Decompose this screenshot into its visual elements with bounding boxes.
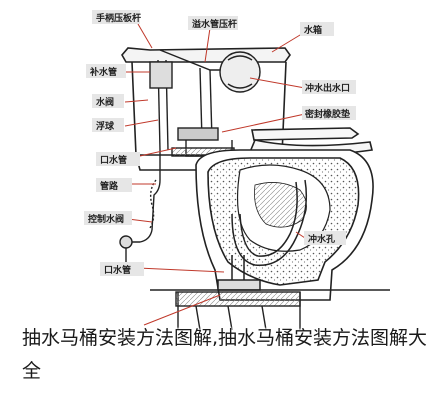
label-flush-outlet: 冲水出水口 — [302, 80, 356, 94]
label-jet: 冲水孔 — [304, 231, 346, 245]
svg-text:冲水孔: 冲水孔 — [308, 233, 335, 245]
svg-text:水阀: 水阀 — [96, 96, 114, 108]
svg-text:管路: 管路 — [100, 180, 119, 192]
label-floor-bolt: 口水管 — [100, 262, 144, 276]
label-handle-lever: 手柄压板杆 — [92, 10, 141, 24]
svg-text:控制水阀: 控制水阀 — [88, 213, 124, 225]
svg-text:密封橡胶垫: 密封橡胶垫 — [304, 108, 350, 120]
label-tank: 水箱 — [300, 22, 334, 36]
svg-text:手柄压板杆: 手柄压板杆 — [96, 12, 141, 24]
supply-line — [119, 150, 161, 262]
trapway — [217, 179, 308, 291]
svg-text:口水管: 口水管 — [100, 154, 127, 166]
label-water-pipe: 管路 — [96, 178, 132, 192]
svg-text:口水管: 口水管 — [104, 264, 131, 276]
label-flush-valve-lever: 溢水管压杆 — [188, 16, 238, 30]
svg-text:溢水管压杆: 溢水管压杆 — [192, 18, 237, 30]
svg-text:冲水出水口: 冲水出水口 — [305, 82, 350, 94]
tank-internals — [149, 49, 261, 157]
leader-lines — [119, 23, 306, 326]
label-flapper-seal: 密封橡胶垫 — [302, 106, 356, 120]
label-refill-pipe: 补水管 — [86, 64, 126, 78]
label-shutoff-valve: 控制水阀 — [84, 211, 132, 225]
bowl — [195, 149, 374, 301]
svg-text:补水管: 补水管 — [89, 66, 117, 78]
svg-text:浮球: 浮球 — [96, 120, 115, 132]
label-fill-valve: 水阀 — [92, 94, 124, 108]
svg-text:水箱: 水箱 — [304, 24, 322, 36]
label-tank-drain: 口水管 — [96, 152, 140, 166]
diagram-labels: 手柄压板杆 溢水管压杆 水箱 补水管 水阀 浮球 冲水出水口 密封橡胶垫 — [84, 10, 356, 276]
base-floor — [150, 289, 390, 331]
caption: 抽水马桶安装方法图解,抽水马桶安装方法图解大全 — [22, 327, 428, 382]
label-float-ball: 浮球 — [92, 118, 124, 132]
